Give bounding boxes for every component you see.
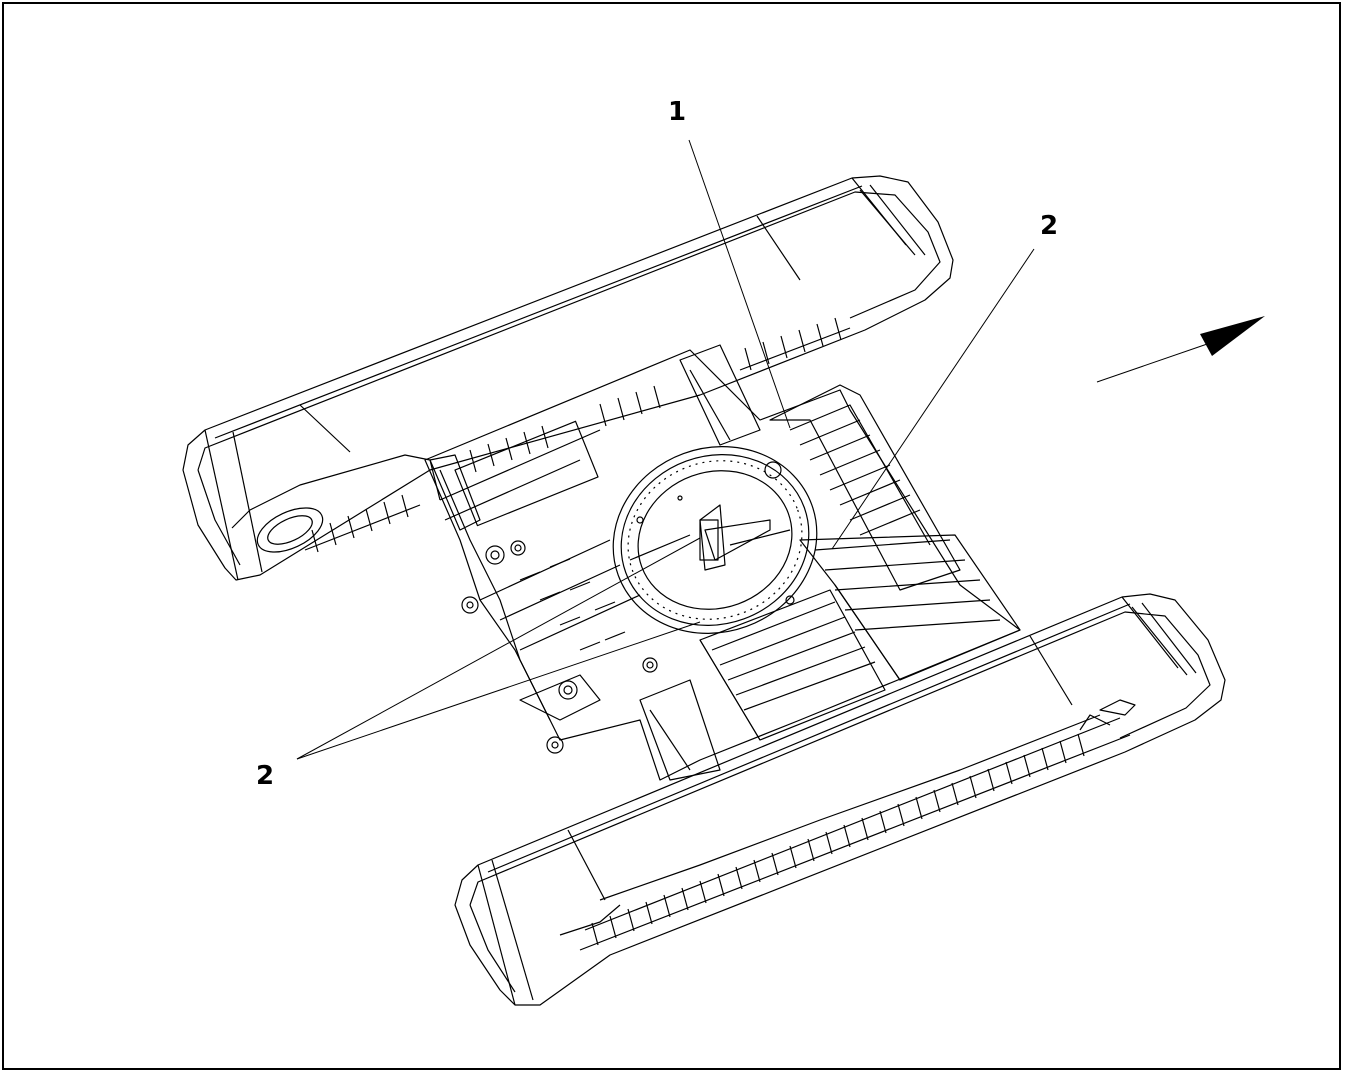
leader-line-1 (688, 139, 791, 429)
direction-arrow-icon (1096, 316, 1265, 383)
panels-right (699, 384, 1021, 741)
track-lower (454, 593, 1226, 1006)
callout-2-right: 2 (1040, 211, 1058, 241)
callout-2-left: 2 (256, 761, 274, 791)
callout-1: 1 (668, 97, 686, 127)
leader-line-2-left-b (296, 621, 701, 760)
car-body-frame (424, 344, 1021, 781)
track-upper (182, 175, 954, 581)
leader-line-2-right (831, 248, 1035, 550)
leader-lines (296, 139, 1035, 760)
leader-line-2-left-a (296, 537, 701, 760)
slewing-ring (612, 446, 818, 634)
